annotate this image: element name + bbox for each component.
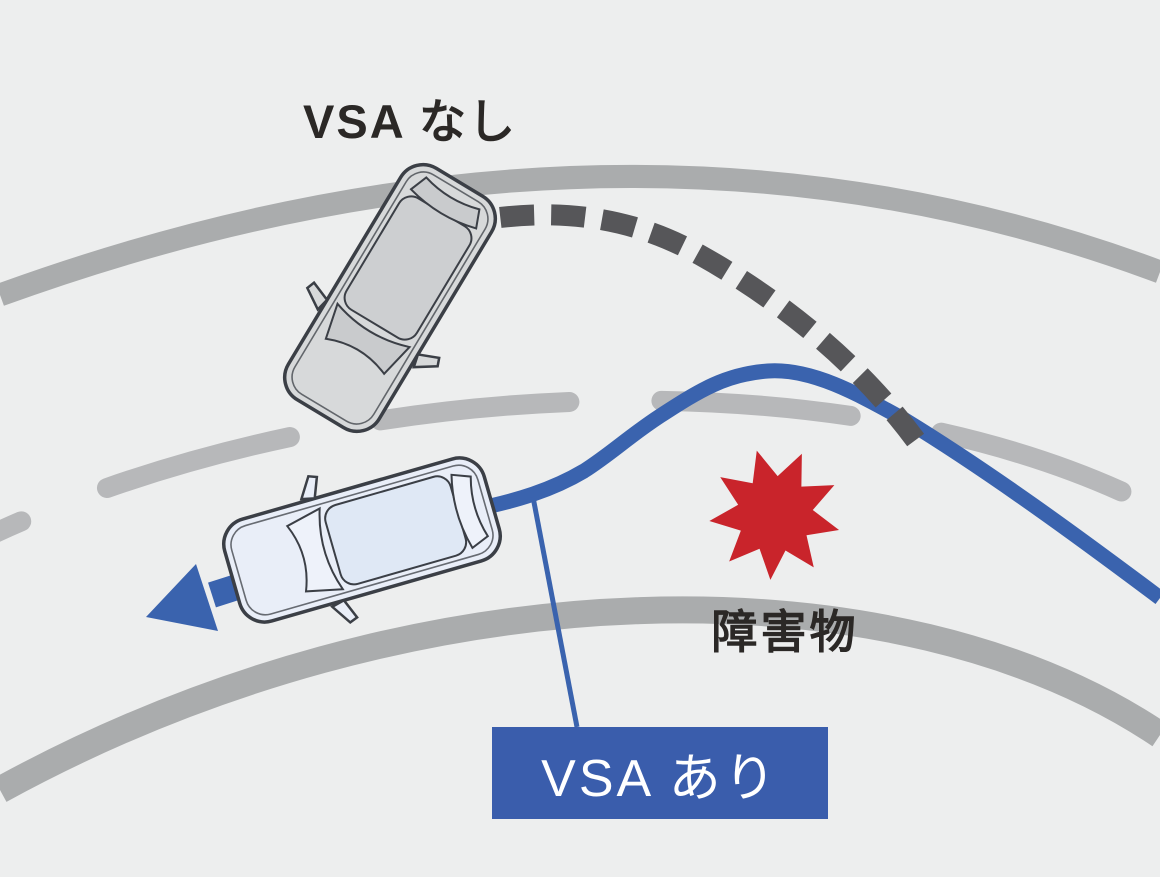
road-inner-edge	[0, 596, 1160, 802]
trajectory-without-vsa	[447, 204, 929, 453]
vsa-box-leader-line	[530, 496, 580, 728]
label-with-vsa: VSA あり	[541, 749, 779, 808]
label-obstacle: 障害物	[711, 606, 859, 658]
car-with-vsa-icon	[222, 456, 502, 625]
trajectory-with-vsa	[422, 363, 1160, 605]
car-without-vsa-icon	[282, 162, 498, 434]
direction-arrow-head	[146, 564, 218, 631]
lane-divider-dashes	[0, 390, 1160, 542]
label-without-vsa: VSA なし	[303, 95, 517, 148]
vsa-with-label-box: VSA あり	[492, 727, 828, 819]
obstacle-starburst-icon	[709, 450, 840, 580]
road-outer-edge	[0, 165, 1160, 306]
